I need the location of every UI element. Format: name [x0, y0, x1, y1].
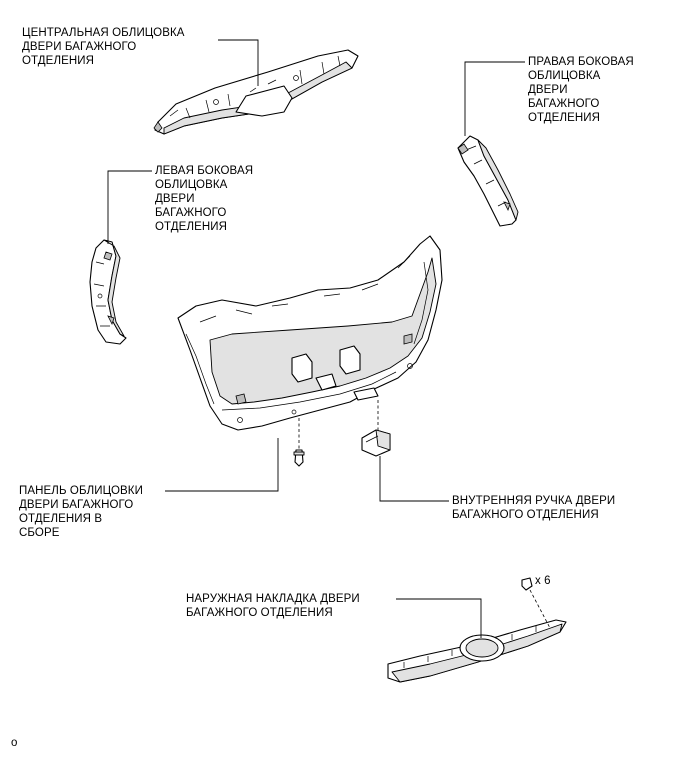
trim-panel-assembly-label-line-1: ПАНЕЛЬ ОБЛИЦОВКИ [19, 485, 143, 497]
left-side-trim-part [89, 239, 127, 345]
left-side-trim-label-line-1: ЛЕВАЯ БОКОВАЯ [155, 165, 254, 177]
center-trim-label-line-1: ЦЕНТРАЛЬНАЯ ОБЛИЦОВКА [22, 27, 185, 39]
leader-lines [107, 39, 525, 638]
inside-handle-part [361, 400, 391, 457]
trim-panel-assembly-label-line-4: СБОРЕ [19, 527, 60, 539]
trim-panel-assembly-label: ПАНЕЛЬ ОБЛИЦОВКИ ДВЕРИ БАГАЖНОГО ОТДЕЛЕН… [19, 484, 143, 540]
right-side-trim-label-line-3: ДВЕРИ [528, 84, 568, 96]
inside-handle-label-line-1: ВНУТРЕННЯЯ РУЧКА ДВЕРИ [452, 495, 616, 507]
center-trim-label: ЦЕНТРАЛЬНАЯ ОБЛИЦОВКА ДВЕРИ БАГАЖНОГО ОТ… [22, 26, 185, 68]
left-side-trim-label-line-3: ДВЕРИ [155, 193, 195, 205]
right-side-trim-label-line-5: ОТДЕЛЕНИЯ [528, 112, 601, 124]
right-side-trim-label-line-4: БАГАЖНОГО [528, 98, 600, 110]
center-trim-label-line-2: ДВЕРИ БАГАЖНОГО [22, 41, 137, 53]
outside-garnish-part [387, 577, 567, 683]
outside-garnish-label-line-1: НАРУЖНАЯ НАКЛАДКА ДВЕРИ [186, 593, 360, 605]
outside-garnish-label: НАРУЖНАЯ НАКЛАДКА ДВЕРИ БАГАЖНОГО ОТДЕЛЕ… [186, 592, 360, 620]
outside-garnish-label-line-2: БАГАЖНОГО ОТДЕЛЕНИЯ [186, 607, 333, 619]
center-trim-part [153, 49, 359, 135]
clip-quantity-text: x 6 [535, 575, 551, 587]
right-side-trim-label-line-2: ОБЛИЦОВКА [528, 70, 601, 82]
inside-handle-label: ВНУТРЕННЯЯ РУЧКА ДВЕРИ БАГАЖНОГО ОТДЕЛЕН… [452, 494, 615, 522]
corner-mark-text: o [11, 737, 18, 749]
left-side-trim-label-line-4: БАГАЖНОГО [155, 207, 227, 219]
left-side-trim-label-line-5: ОТДЕЛЕНИЯ [155, 221, 228, 233]
corner-mark: o [11, 736, 18, 750]
clip-quantity-label: x 6 [535, 574, 551, 588]
right-side-trim-label-line-1: ПРАВАЯ БОКОВАЯ [528, 56, 634, 68]
trim-clip-part [293, 418, 305, 467]
right-side-trim-label: ПРАВАЯ БОКОВАЯ ОБЛИЦОВКА ДВЕРИ БАГАЖНОГО… [528, 55, 634, 125]
trim-panel-assembly-label-line-2: ДВЕРИ БАГАЖНОГО [19, 499, 134, 511]
left-side-trim-label-line-2: ОБЛИЦОВКА [155, 179, 228, 191]
right-side-trim-part [457, 135, 519, 227]
left-side-trim-label: ЛЕВАЯ БОКОВАЯ ОБЛИЦОВКА ДВЕРИ БАГАЖНОГО … [155, 164, 253, 234]
center-trim-label-line-3: ОТДЕЛЕНИЯ [22, 55, 95, 67]
trim-panel-assembly-label-line-3: ОТДЕЛЕНИЯ В [19, 513, 103, 525]
inside-handle-label-line-2: БАГАЖНОГО ОТДЕЛЕНИЯ [452, 509, 599, 521]
trim-panel-assembly-part [177, 235, 443, 431]
